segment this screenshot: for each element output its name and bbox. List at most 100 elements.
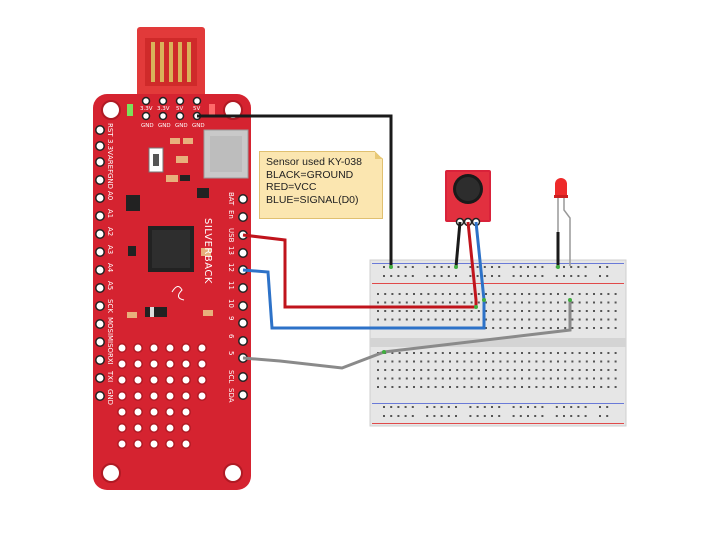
breadboard-hole [427, 386, 430, 388]
breadboard-hole [528, 360, 531, 363]
proto-hole [117, 407, 127, 417]
breadboard-holes [377, 266, 617, 417]
breadboard-hole [519, 406, 522, 408]
breadboard-hole [578, 301, 581, 304]
breadboard-hole [499, 360, 502, 363]
breadboard [369, 259, 627, 427]
breadboard-hole [383, 406, 385, 408]
breadboard-hole [600, 386, 603, 388]
proto-hole [181, 391, 191, 401]
breadboard-hole [542, 360, 545, 363]
breadboard-hole [420, 293, 423, 295]
breadboard-hole [426, 406, 429, 408]
left-pin [95, 301, 105, 311]
breadboard-hole [492, 352, 495, 354]
breadboard-hole [600, 293, 603, 295]
breadboard-hole [405, 293, 408, 295]
breadboard-hole [585, 369, 588, 371]
left-pin-label: RXI [106, 353, 114, 365]
breadboard-hole [557, 327, 559, 329]
breadboard-hole [413, 318, 415, 321]
breadboard-hole [535, 352, 538, 354]
proto-hole [197, 343, 207, 353]
left-pin-label: MOSI [106, 317, 114, 335]
sensor-note: Sensor used KY-038 BLACK=GROUND RED=VCC … [259, 151, 383, 219]
breadboard-hole [614, 318, 617, 321]
breadboard-hole [564, 327, 567, 329]
breadboard-hole [607, 327, 610, 329]
breadboard-hole [512, 406, 515, 408]
breadboard-hole [506, 318, 509, 321]
breadboard-hole [405, 360, 408, 363]
breadboard-hole [434, 377, 437, 380]
breadboard-hole [413, 310, 415, 312]
right-pin [238, 212, 248, 222]
breadboard-hole [384, 318, 387, 321]
breadboard-hole [441, 301, 444, 304]
breadboard-hole [405, 369, 408, 371]
breadboard-hole [578, 327, 581, 329]
breadboard-hole [600, 310, 603, 312]
breadboard-hole [391, 301, 394, 304]
proto-hole [117, 375, 127, 385]
breadboard-hole [491, 406, 493, 408]
red-led [554, 178, 571, 266]
breadboard-hole [542, 293, 545, 295]
breadboard-hole [607, 386, 610, 388]
breadboard-hole [585, 310, 588, 312]
breadboard-hole [541, 266, 544, 268]
breadboard-hole [542, 327, 545, 329]
left-pin [95, 337, 105, 347]
breadboard-hole [463, 301, 466, 304]
breadboard-hole [593, 386, 595, 388]
breadboard-hole [521, 301, 523, 304]
breadboard-hole [528, 369, 531, 371]
proto-hole [181, 407, 191, 417]
breadboard-hole [593, 369, 595, 371]
left-pin-label: MISO [106, 335, 114, 354]
breadboard-hole [549, 377, 552, 380]
breadboard-hole [534, 266, 537, 268]
proto-hole [181, 375, 191, 385]
proto-hole [181, 343, 191, 353]
note-line-4: BLUE=SIGNAL(D0) [266, 193, 359, 206]
left-pin [95, 265, 105, 275]
proto-hole [165, 391, 175, 401]
breadboard-hole [398, 352, 401, 354]
breadboard-hole [492, 369, 495, 371]
breadboard-hole [521, 310, 523, 312]
breadboard-hole [578, 310, 581, 312]
breadboard-hole [420, 318, 423, 321]
breadboard-hole [492, 301, 495, 304]
right-pin-label: 13 [227, 246, 235, 255]
breadboard-hole [549, 360, 552, 363]
breadboard-hole [420, 352, 423, 354]
proto-hole [181, 439, 191, 449]
proto-hole [165, 423, 175, 433]
breadboard-hole [585, 318, 588, 321]
breadboard-hole [420, 386, 423, 388]
breadboard-hole [477, 318, 480, 321]
breadboard-hole [557, 352, 559, 354]
breadboard-hole [463, 386, 466, 388]
right-pin-label: SDA [227, 388, 235, 403]
breadboard-hole [434, 360, 437, 363]
breadboard-hole [535, 318, 538, 321]
breadboard-hole [440, 406, 443, 408]
breadboard-hole [519, 266, 522, 268]
breadboard-hole [593, 377, 595, 380]
breadboard-hole [614, 310, 617, 312]
breadboard-hole [512, 275, 515, 277]
ground-wire [197, 114, 393, 267]
breadboard-hole [433, 275, 436, 277]
breadboard-hole [607, 352, 610, 354]
breadboard-hole [578, 377, 581, 380]
breadboard-hole [585, 386, 588, 388]
breadboard-hole [564, 352, 567, 354]
breadboard-hole [549, 327, 552, 329]
breadboard-hole [449, 301, 451, 304]
breadboard-hole [441, 386, 444, 388]
left-pin-label: TXI [106, 370, 114, 382]
breadboard-hole [571, 310, 574, 312]
proto-hole [117, 391, 127, 401]
